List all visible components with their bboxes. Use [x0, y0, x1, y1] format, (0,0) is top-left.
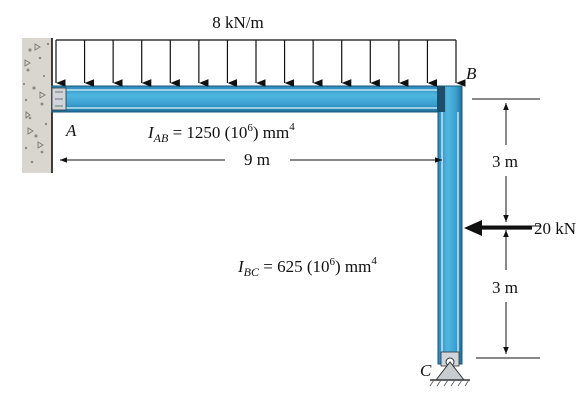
- connection-plate-a: [51, 87, 67, 111]
- point-label-c: C: [420, 361, 432, 380]
- height-dimension: [472, 98, 540, 359]
- column-bc: [437, 85, 463, 365]
- inertia-bc-label: IBC = 625 (106) mm4: [237, 255, 377, 279]
- pin-support-c: [429, 351, 470, 387]
- fixed-wall-support: [22, 38, 53, 173]
- distributed-load-label: 8 kN/m: [212, 13, 263, 32]
- upper-height-label: 3 m: [492, 152, 518, 171]
- beam-ab: [51, 85, 461, 113]
- point-label-a: A: [65, 121, 77, 140]
- point-label-b: B: [466, 64, 477, 83]
- lower-height-label: 3 m: [492, 278, 518, 297]
- distributed-load: [55, 39, 466, 87]
- load-arrows: [55, 40, 466, 87]
- span-dimension-label: 9 m: [244, 150, 270, 169]
- point-load-arrow: [464, 220, 532, 236]
- inertia-ab-label: IAB = 1250 (106) mm4: [147, 121, 295, 145]
- point-load-label: 20 kN: [534, 219, 576, 238]
